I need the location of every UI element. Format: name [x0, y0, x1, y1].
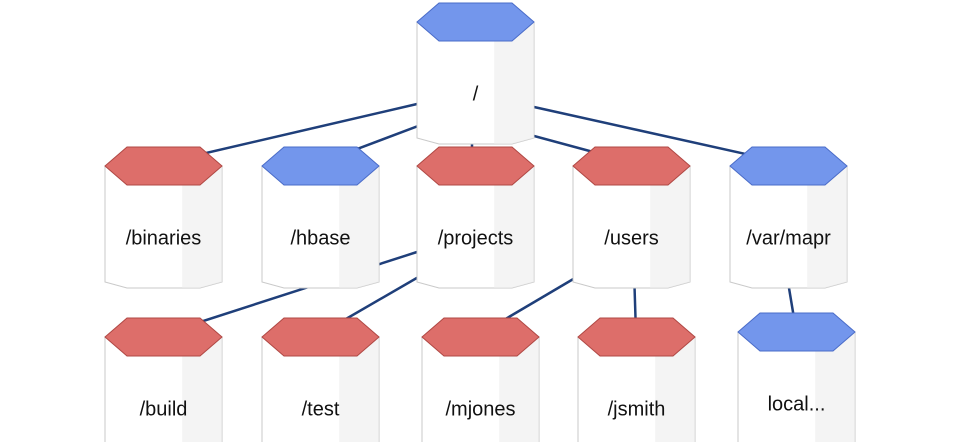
node-build: /build [104, 317, 223, 442]
node-root: / [416, 2, 535, 145]
node-side-face [494, 22, 534, 144]
node-projects: /projects [416, 146, 535, 289]
node-label-varmapr: /var/mapr [746, 228, 831, 250]
node-label-local: local... [768, 394, 826, 416]
node-side-face [650, 166, 690, 288]
node-cap-hexagon [104, 146, 223, 186]
node-label-build: /build [140, 399, 188, 421]
node-varmapr: /var/mapr [729, 146, 848, 289]
node-cap-hexagon [416, 146, 535, 186]
node-cap-hexagon [737, 312, 856, 352]
node-label-root: / [473, 84, 479, 106]
node-side-face [182, 166, 222, 288]
node-side-face [339, 166, 379, 288]
node-cap-hexagon [421, 317, 540, 357]
node-cap-hexagon [577, 317, 696, 357]
node-local: local... [737, 312, 856, 442]
node-cap-hexagon [572, 146, 691, 186]
node-cap-hexagon [261, 146, 380, 186]
node-cap-hexagon [729, 146, 848, 186]
node-cap-hexagon [261, 317, 380, 357]
node-binaries: /binaries [104, 146, 223, 289]
node-jsmith: /jsmith [577, 317, 696, 442]
node-side-face [807, 166, 847, 288]
node-label-hbase: /hbase [290, 228, 350, 250]
node-label-test: /test [302, 399, 340, 421]
node-side-face [499, 337, 539, 442]
node-test: /test [261, 317, 380, 442]
node-side-face [655, 337, 695, 442]
node-label-users: /users [604, 228, 658, 250]
node-mjones: /mjones [421, 317, 540, 442]
nodes-layer: / /binaries/hbase/projects/users/var/mapr… [104, 2, 856, 442]
node-cap-hexagon [416, 2, 535, 42]
node-label-binaries: /binaries [126, 228, 202, 250]
node-side-face [815, 332, 855, 442]
node-label-jsmith: /jsmith [608, 399, 666, 421]
node-side-face [494, 166, 534, 288]
node-users: /users [572, 146, 691, 289]
node-side-face [339, 337, 379, 442]
node-side-face [182, 337, 222, 442]
node-label-projects: /projects [438, 228, 514, 250]
node-label-mjones: /mjones [445, 399, 515, 421]
node-cap-hexagon [104, 317, 223, 357]
node-hbase: /hbase [261, 146, 380, 289]
